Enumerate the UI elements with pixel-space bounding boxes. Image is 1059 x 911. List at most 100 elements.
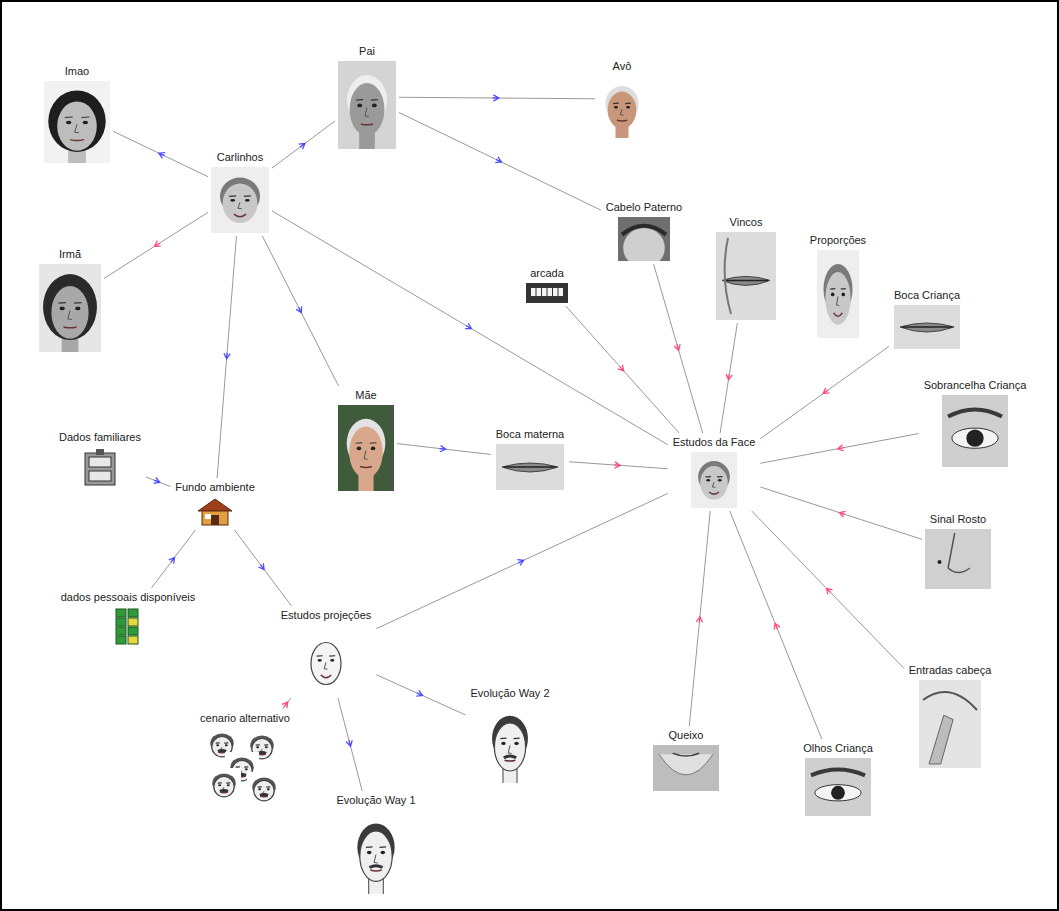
node-label: Entradas cabeça — [907, 664, 994, 677]
node-picture — [894, 305, 960, 349]
mouth-line — [234, 214, 246, 216]
brow-line — [370, 442, 377, 444]
eye-shape — [514, 742, 518, 745]
node-picture — [716, 232, 776, 320]
eye-shape — [265, 746, 268, 748]
mouth-line — [260, 796, 267, 798]
brow-line — [811, 770, 865, 776]
connector-line — [376, 675, 465, 715]
photo-ground — [691, 452, 737, 508]
picture-part — [548, 288, 553, 296]
brow-line — [65, 116, 73, 118]
data-icon — [116, 609, 126, 617]
picture-node: Entradas cabeça — [906, 663, 995, 769]
eye-shape — [83, 121, 89, 124]
mouth-line — [505, 759, 516, 761]
face-shape — [57, 102, 97, 151]
node-picture — [338, 61, 396, 149]
brow-line — [236, 766, 240, 767]
node-picture — [805, 758, 871, 816]
node-label: Mãe — [353, 389, 378, 402]
brow-line — [830, 288, 835, 290]
brow-line — [625, 103, 631, 105]
brow-line — [380, 846, 386, 848]
picture-part — [923, 692, 977, 710]
photo-ground — [496, 444, 564, 490]
node-label: Queixo — [667, 729, 706, 742]
picture-part — [724, 280, 768, 282]
house-icon — [198, 499, 232, 511]
eye-shape — [381, 851, 386, 855]
hair-shape — [48, 90, 105, 151]
node-label: dados pessoais disponíveis — [59, 591, 198, 604]
face-shape — [349, 427, 383, 479]
picture-part — [89, 457, 111, 467]
node-picture — [618, 217, 670, 261]
node-label: Sinal Rosto — [928, 513, 988, 526]
brow-line — [513, 738, 519, 740]
brow-line — [717, 476, 723, 478]
photo-ground — [211, 167, 269, 233]
mouth-line — [617, 120, 627, 122]
brow-line — [948, 409, 1002, 416]
mouth-line — [63, 326, 76, 328]
nose-line — [324, 662, 327, 669]
picture-part — [623, 228, 665, 261]
brow-line — [216, 742, 220, 743]
photo-ground — [301, 625, 351, 695]
node-label: Proporções — [808, 234, 868, 247]
brow-line — [264, 744, 268, 745]
eye-shape — [501, 742, 505, 745]
picture-node: Cabelo Paterno — [603, 200, 685, 262]
nose-line — [620, 109, 623, 115]
node-picture — [691, 452, 737, 508]
picture-node: Dados familiares — [56, 430, 144, 488]
nose-line — [836, 296, 839, 305]
picture-part — [815, 785, 861, 801]
node-label: Carlinhos — [215, 151, 265, 164]
node-label: Estudos projeções — [279, 609, 374, 622]
mouth-line — [370, 869, 381, 871]
data-icon — [128, 636, 138, 644]
cabinet-icon — [85, 453, 115, 485]
picture-part — [673, 753, 699, 756]
picture-node: cenario alternativo — [197, 711, 293, 805]
photo-ground — [942, 395, 1008, 467]
photo-ground — [716, 232, 776, 320]
picture-node: dados pessoais disponíveis — [58, 590, 199, 648]
mouth-line — [361, 123, 373, 125]
photo-ground — [925, 529, 991, 589]
mouth-line — [258, 754, 265, 756]
node-picture — [44, 81, 110, 163]
connector-line — [397, 444, 491, 455]
connector-line — [399, 112, 601, 210]
mouth-line — [709, 492, 719, 494]
eye-shape — [230, 199, 235, 202]
node-picture — [526, 283, 568, 303]
brow-line — [500, 738, 506, 740]
brow-line — [74, 302, 81, 304]
eye-shape — [258, 788, 261, 790]
brow-line — [356, 442, 363, 444]
node-picture — [496, 444, 564, 490]
connector-line — [752, 511, 904, 668]
eye-shape — [60, 307, 65, 311]
eye-shape — [66, 121, 72, 124]
data-icon — [116, 627, 126, 635]
node-picture — [942, 395, 1008, 467]
node-picture — [114, 607, 142, 647]
photo-ground — [919, 680, 981, 768]
data-icon — [116, 618, 126, 626]
mustache-line — [220, 789, 228, 793]
data-icon — [116, 636, 126, 644]
face-shape — [311, 643, 341, 685]
connector-line — [760, 487, 922, 539]
mustache-line — [260, 793, 268, 797]
photo-ground — [484, 703, 536, 783]
connector-line — [104, 212, 208, 278]
data-icon — [128, 627, 138, 635]
connector-line — [730, 511, 822, 739]
picture-node: Estudos da Face — [670, 435, 759, 509]
picture-node: Mãe — [337, 388, 395, 492]
picture-part — [542, 288, 547, 296]
